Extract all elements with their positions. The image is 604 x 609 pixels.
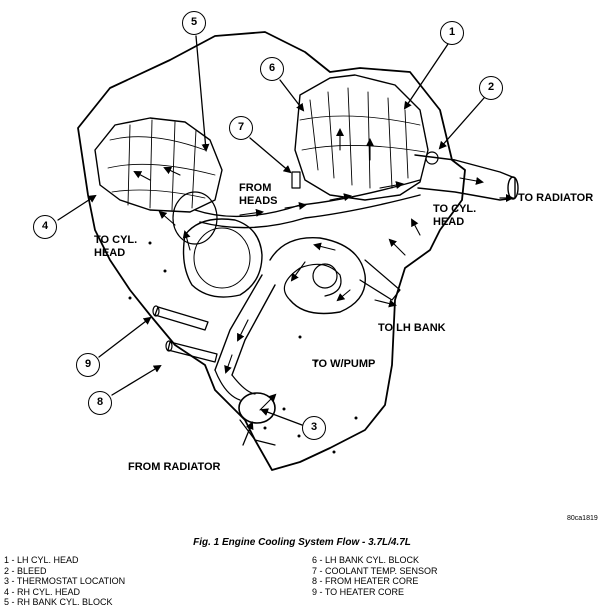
legend-right: 6 - LH BANK CYL. BLOCK 7 - COOLANT TEMP.… xyxy=(312,555,438,597)
legend-item: 9 - TO HEATER CORE xyxy=(312,586,405,597)
lh-cyl-head xyxy=(294,74,429,201)
heads-tube xyxy=(194,179,421,218)
engine-outline xyxy=(77,31,466,471)
callout-1: 1 xyxy=(440,21,464,45)
legend-item: 2 - BLEED xyxy=(4,565,47,576)
legend-item: 3 - THERMOSTAT LOCATION xyxy=(4,576,126,586)
label-from-heads: FROM HEADS xyxy=(239,182,278,207)
heater-tube-9 xyxy=(154,306,209,331)
legend-item: 8 - FROM HEATER CORE xyxy=(312,576,419,586)
legend-left: 1 - LH CYL. HEAD 2 - BLEED 3 - THERMOSTA… xyxy=(4,555,125,608)
label-to-w-pump: TO W/PUMP xyxy=(312,358,376,370)
label-to-lh-bank: TO LH BANK xyxy=(378,322,446,334)
legend-item: 4 - RH CYL. HEAD xyxy=(4,586,81,597)
label-to-radiator: TO RADIATOR xyxy=(518,192,594,204)
rh-bank-cylinder xyxy=(182,218,263,298)
label-from-radiator: FROM RADIATOR xyxy=(128,461,221,473)
legend-item: 6 - LH BANK CYL. BLOCK xyxy=(312,555,420,565)
figure-caption: Fig. 1 Engine Cooling System Flow - 3.7L… xyxy=(193,537,411,548)
heater-tube-8 xyxy=(167,341,218,363)
figure-code: 80ca1819 xyxy=(567,515,598,522)
callout-5: 5 xyxy=(182,11,206,35)
legend-item: 5 - RH BANK CYL. BLOCK xyxy=(4,597,113,607)
callout-9: 9 xyxy=(76,353,100,377)
outlet-pipe xyxy=(414,154,516,201)
callout-6: 6 xyxy=(260,57,284,81)
callout-4: 4 xyxy=(33,215,57,239)
water-pump xyxy=(269,236,366,315)
legend-item: 7 - COOLANT TEMP. SENSOR xyxy=(312,565,438,576)
callout-8: 8 xyxy=(88,391,112,415)
rh-cyl-head xyxy=(94,117,223,213)
legend-item: 1 - LH CYL. HEAD xyxy=(4,555,79,565)
temp-sensor xyxy=(291,171,301,189)
callout-2: 2 xyxy=(479,76,503,100)
callout-7: 7 xyxy=(229,116,253,140)
lower-tube xyxy=(214,274,276,376)
label-to-cyl-head-right: TO CYL. HEAD xyxy=(433,203,477,228)
callout-3: 3 xyxy=(302,416,326,440)
label-to-cyl-head-left: TO CYL. HEAD xyxy=(94,234,138,259)
thermostat-housing xyxy=(238,392,276,424)
